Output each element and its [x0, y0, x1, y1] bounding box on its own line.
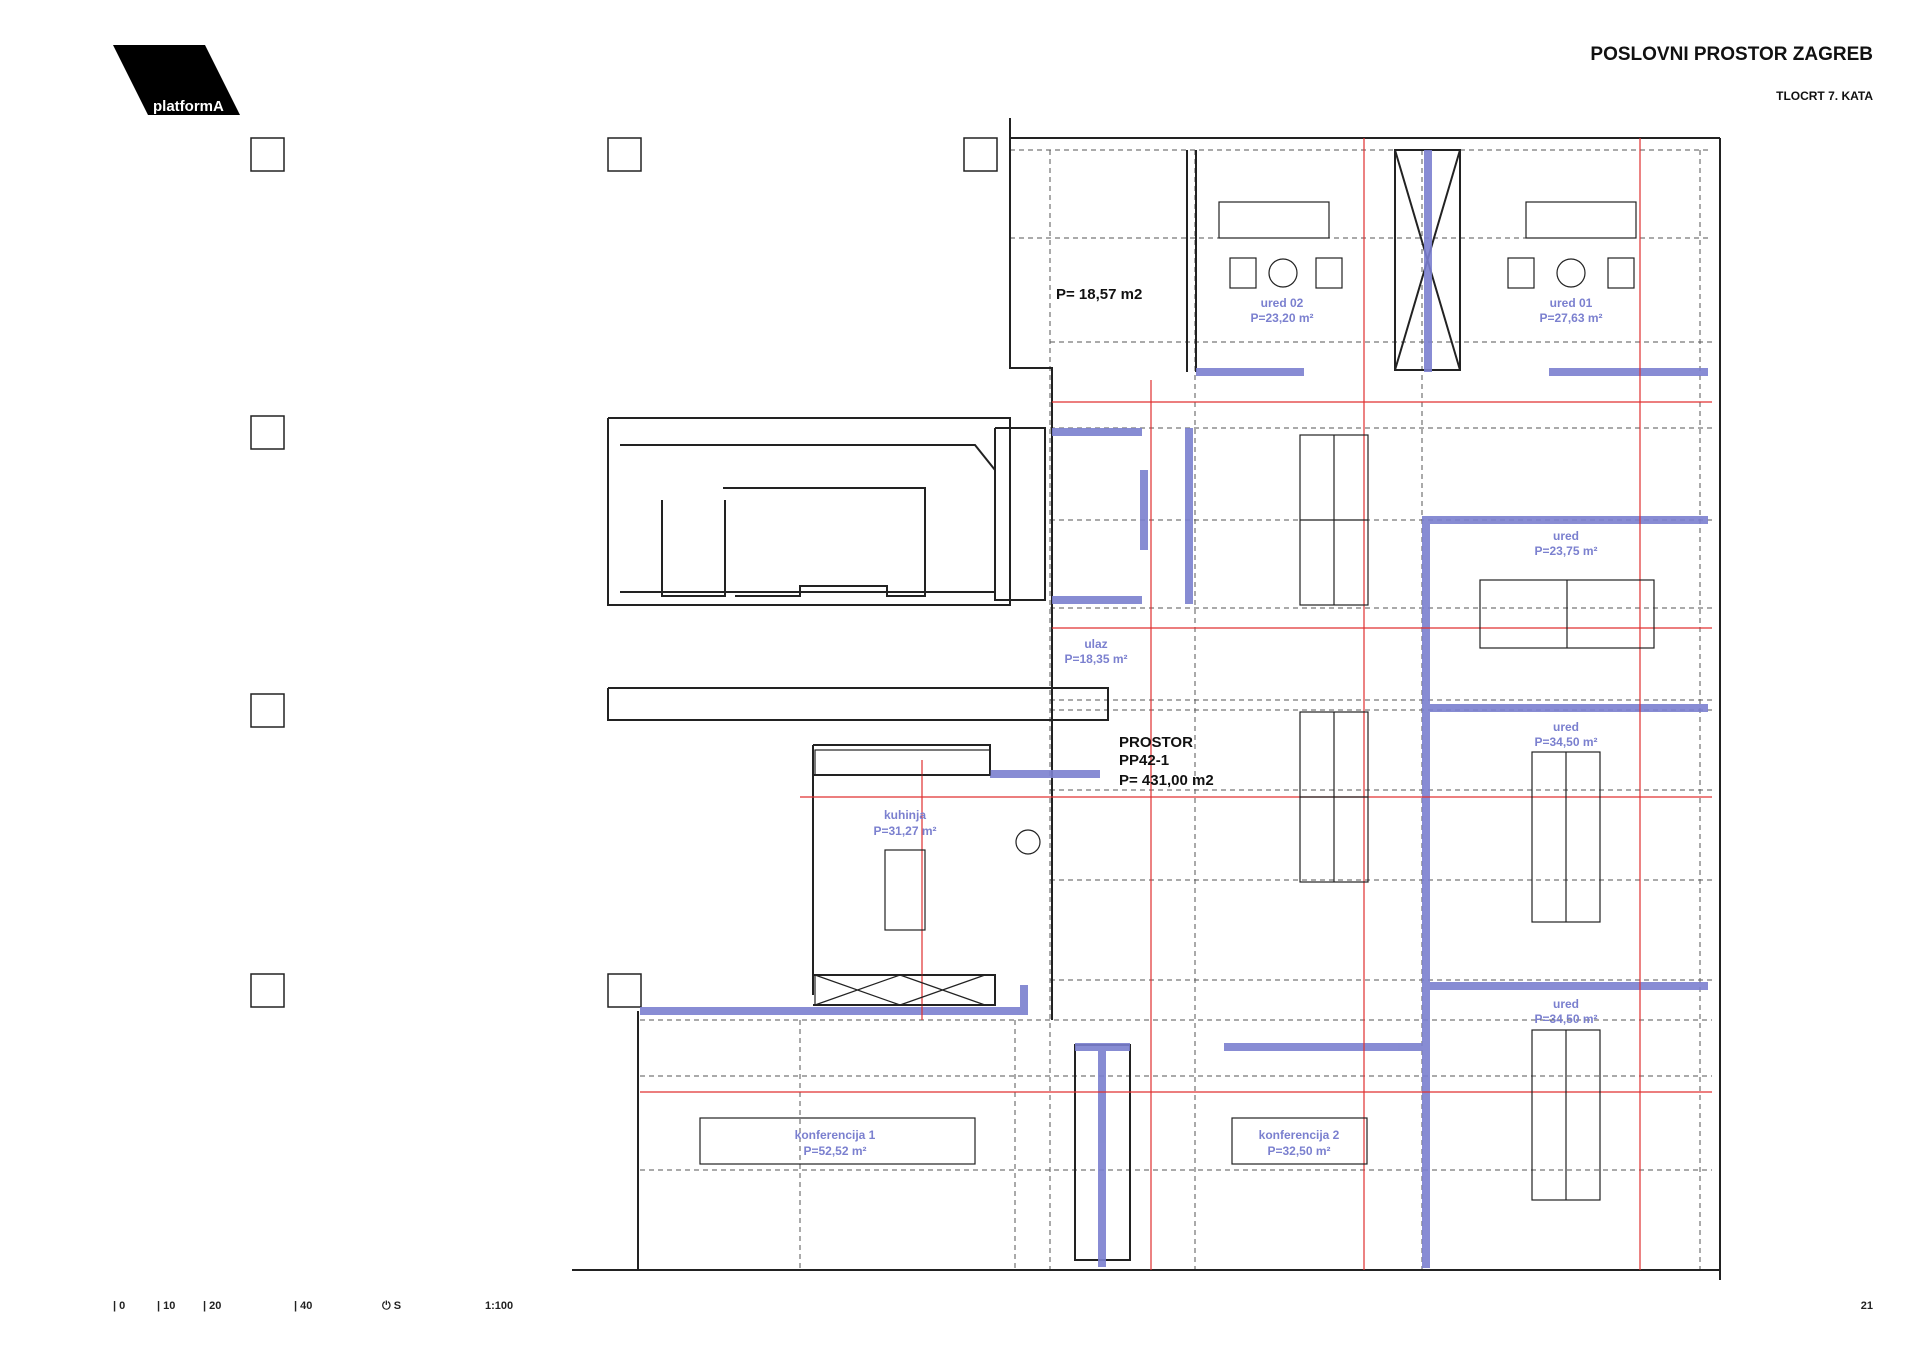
svg-text:PROSTOR: PROSTOR	[1119, 734, 1193, 751]
svg-text:ulaz: ulaz	[1084, 637, 1107, 651]
storage-area-label: P= 18,57 m2	[1056, 286, 1142, 303]
north-arrow-icon: ⏻	[382, 1300, 391, 1312]
document-title: POSLOVNI PROSTOR ZAGREB	[1590, 44, 1873, 65]
room-label-ured-01: ured 01P=27,63 m²	[1539, 296, 1602, 325]
scale-mark-0: | 0	[113, 1300, 126, 1312]
svg-text:P=23,75 m²: P=23,75 m²	[1534, 544, 1597, 558]
svg-text:platformA: platformA	[153, 98, 224, 115]
svg-text:P=27,63 m²: P=27,63 m²	[1539, 311, 1602, 325]
scale-mark-10: | 10	[157, 1300, 176, 1312]
svg-text:P=34,50 m²: P=34,50 m²	[1534, 1012, 1597, 1026]
furniture	[699, 201, 1655, 1201]
scale-mark-40: | 40	[294, 1300, 313, 1312]
logo: platformA	[113, 45, 240, 115]
dimension-lines	[640, 138, 1712, 1270]
room-label-ured-02: ured 02P=23,20 m²	[1250, 296, 1313, 325]
scale-ratio: 1:100	[485, 1300, 514, 1312]
svg-text:ured 02: ured 02	[1261, 296, 1304, 310]
svg-text:P=23,20 m²: P=23,20 m²	[1250, 311, 1313, 325]
room-label-konferencija-1: konferencija 1 P=52,52 m²	[795, 1128, 876, 1158]
walls	[572, 118, 1721, 1280]
svg-text:ured: ured	[1553, 720, 1579, 734]
north-indicator: ⏻ S	[382, 1300, 402, 1312]
svg-text:P=18,35 m²: P=18,35 m²	[1064, 652, 1127, 666]
svg-text:kuhinja: kuhinja	[884, 808, 926, 822]
svg-text:konferencija 1: konferencija 1	[795, 1128, 876, 1142]
svg-text:P=31,27 m²: P=31,27 m²	[873, 824, 936, 838]
svg-text:P= 431,00 m2: P= 431,00 m2	[1119, 772, 1214, 789]
page-number: 21	[1860, 1300, 1873, 1312]
svg-text:P=34,50 m²: P=34,50 m²	[1534, 735, 1597, 749]
room-label-konferencija-2: konferencija 2 P=32,50 m²	[1259, 1128, 1340, 1158]
svg-text:ured 01: ured 01	[1550, 296, 1593, 310]
scale-mark-20: | 20	[203, 1300, 222, 1312]
new-partitions	[640, 150, 1708, 1268]
svg-text:ured: ured	[1553, 529, 1579, 543]
structural-columns	[250, 137, 998, 1008]
svg-text:ured: ured	[1553, 997, 1579, 1011]
document-subtitle: TLOCRT 7. KATA	[1776, 89, 1873, 103]
svg-text:konferencija 2: konferencija 2	[1259, 1128, 1340, 1142]
svg-text:P=52,52 m²: P=52,52 m²	[803, 1144, 866, 1158]
svg-text:PP42-1: PP42-1	[1119, 752, 1169, 769]
room-label-prostor: PROSTOR PP42-1 P= 431,00 m2	[1119, 734, 1214, 789]
svg-text:P=32,50 m²: P=32,50 m²	[1267, 1144, 1330, 1158]
